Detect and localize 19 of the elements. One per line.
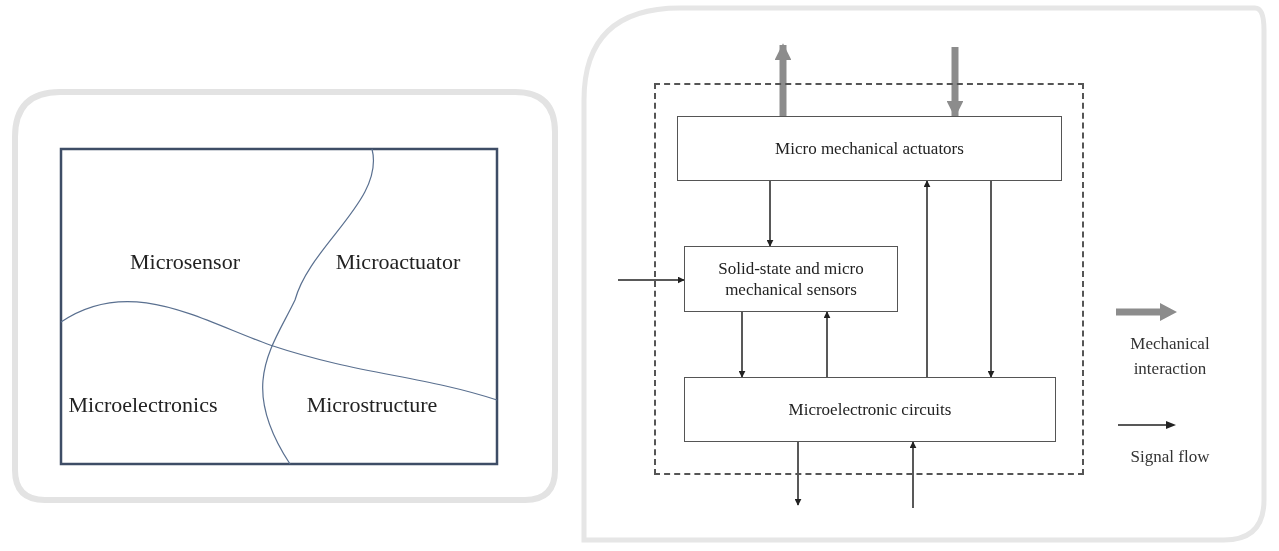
process-box: Solid-state and micro mechanical sensors (684, 246, 898, 312)
arrow (617, 276, 685, 284)
arrow (766, 180, 774, 247)
legend-label: Mechanical interaction (1129, 333, 1211, 380)
region-label: Microstructure (306, 392, 438, 418)
region-label: Microsensor (130, 249, 240, 275)
arrow (774, 43, 792, 116)
arrow (923, 180, 931, 378)
process-box: Micro mechanical actuators (677, 116, 1062, 181)
arrow (909, 441, 917, 509)
dashed-boundary-box (654, 83, 1084, 475)
arrow (738, 311, 746, 378)
legend-label: Signal flow (1129, 446, 1211, 468)
process-box: Microelectronic circuits (684, 377, 1056, 442)
region-label: Microactuator (335, 249, 461, 275)
arrow (823, 311, 831, 378)
arrow (794, 441, 802, 506)
arrow (987, 180, 995, 378)
region-label: Microelectronics (68, 392, 218, 418)
